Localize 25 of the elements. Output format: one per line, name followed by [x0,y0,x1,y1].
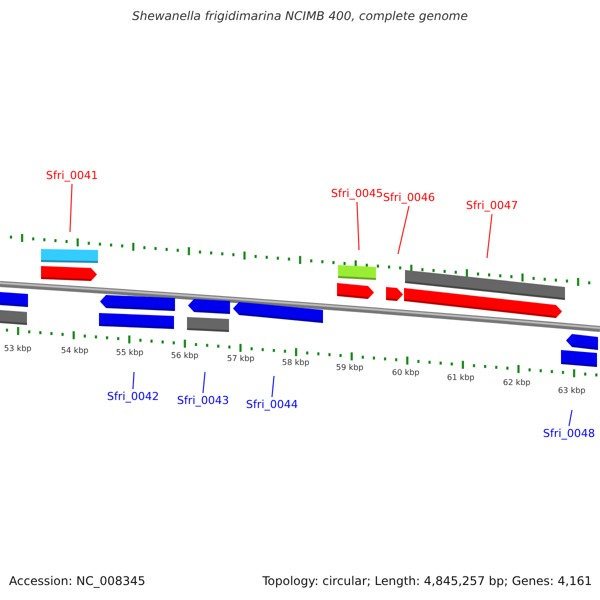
leader-line [132,372,134,390]
leader-line [356,202,360,250]
scale-label: 57 kbp [227,354,255,364]
gene-label: Sfri_0047 [452,199,532,212]
leader-line [272,376,274,398]
scale-label: 60 kbp [392,368,420,378]
scale-label: 61 kbp [447,373,475,383]
gene-label: Sfri_0048 [529,427,600,440]
leader-line [486,214,492,258]
leader-line [568,410,572,426]
scale-label: 58 kbp [282,358,310,368]
scale-label: 54 kbp [61,346,89,356]
leader-line [398,206,410,254]
scale-label: 59 kbp [336,363,364,373]
gene-label: Sfri_0041 [32,169,112,182]
scale-label: 53 kbp [4,344,32,354]
scale-label: 56 kbp [171,351,199,361]
scale-label: 63 kbp [558,386,586,396]
title: Shewanella frigidimarina NCIMB 400, complete genome [131,9,469,23]
accession-text: Accession: NC_008345 [9,574,146,588]
leader-line [70,184,72,232]
scale-label: 55 kbp [116,348,144,358]
leader-line [202,372,206,394]
genome-summary: Topology: circular; Length: 4,845,257 bp; Genes: 4,161 [262,574,592,588]
scale-label: 62 kbp [503,378,531,388]
